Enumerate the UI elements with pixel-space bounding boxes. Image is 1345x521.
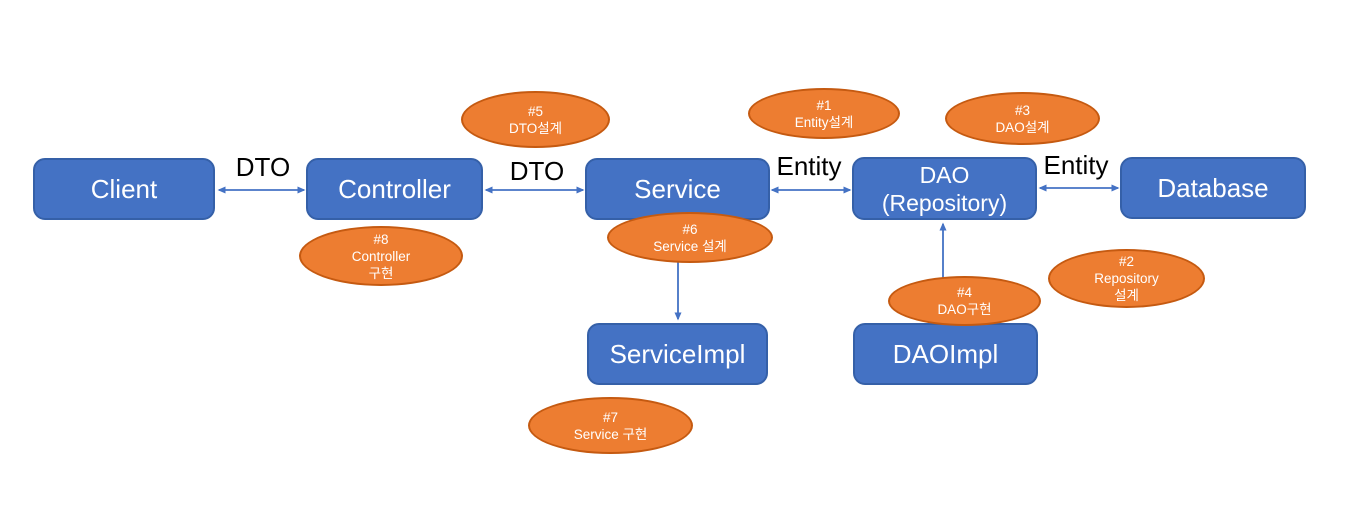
step-ellipse-8-controller-impl: #8 Controller 구현 bbox=[299, 226, 463, 286]
box-controller: Controller bbox=[306, 158, 483, 220]
step-ellipse-4-dao-impl: #4 DAO구현 bbox=[888, 276, 1041, 326]
step-ellipse-3-dao-design: #3 DAO설계 bbox=[945, 92, 1100, 145]
box-client: Client bbox=[33, 158, 215, 220]
box-service: Service bbox=[585, 158, 770, 220]
step-ellipse-5-dto-design: #5 DTO설계 bbox=[461, 91, 610, 148]
step-ellipse-1-entity-design: #1 Entity설계 bbox=[748, 88, 900, 139]
arrow-label-dto-left: DTO bbox=[235, 152, 291, 182]
step-ellipse-7-service-impl: #7 Service 구현 bbox=[528, 397, 693, 454]
step-ellipse-6-service-design: #6 Service 설계 bbox=[607, 212, 773, 263]
arrow-label-dto-right: DTO bbox=[509, 156, 565, 186]
arrow-label-entity-left: Entity bbox=[776, 151, 842, 181]
box-dao-repository: DAO (Repository) bbox=[852, 157, 1037, 220]
step-ellipse-2-repository-design: #2 Repository 설계 bbox=[1048, 249, 1205, 308]
box-serviceimpl: ServiceImpl bbox=[587, 323, 768, 385]
box-daoimpl: DAOImpl bbox=[853, 323, 1038, 385]
box-database: Database bbox=[1120, 157, 1306, 219]
arrow-label-entity-right: Entity bbox=[1043, 150, 1109, 180]
